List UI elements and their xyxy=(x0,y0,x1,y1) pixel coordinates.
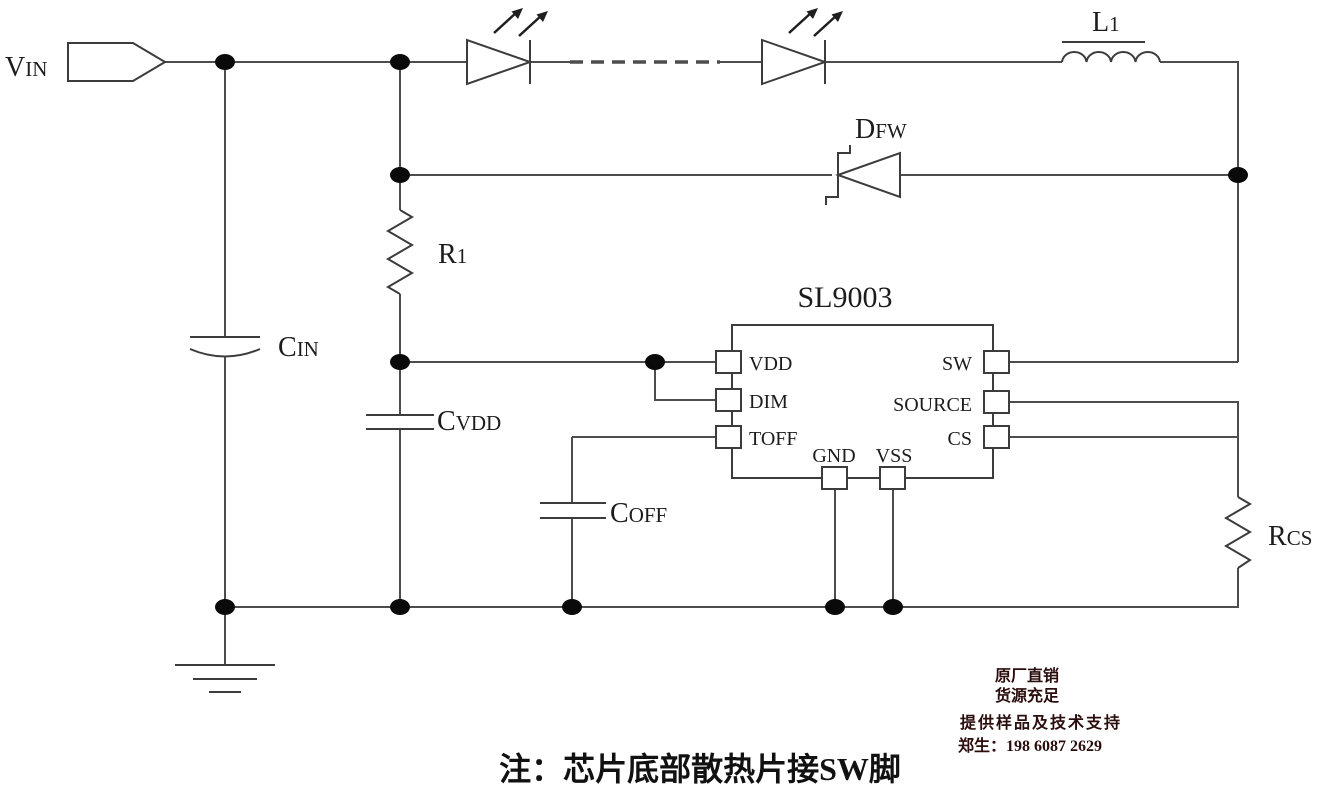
resistor-rcs-zigzag xyxy=(1224,496,1252,569)
pin-vss-box xyxy=(879,466,906,490)
capacitor-cvdd-label: CVDD xyxy=(437,406,501,437)
promo-line-4: 郑生：198 6087 2629 xyxy=(958,736,1102,755)
chip-body xyxy=(731,324,994,479)
capacitor-cin-curved-plate xyxy=(189,348,261,358)
diode-dfw-triangle xyxy=(835,151,901,199)
source-wire xyxy=(1009,401,1239,497)
inductor-l1-label: L1 xyxy=(1092,7,1120,38)
ground-symbol xyxy=(175,607,275,693)
pin-sw-box xyxy=(983,350,1010,374)
pin-cs-label: CS xyxy=(948,428,972,450)
pin-sw-label: SW xyxy=(942,353,972,375)
diode-dfw-label: DFW xyxy=(855,114,907,145)
junction-dots xyxy=(215,54,1248,615)
inductor-l1-coils xyxy=(1061,51,1161,63)
junction-dot xyxy=(645,354,665,370)
resistor-r1: R1 xyxy=(386,209,467,295)
resistor-rcs: RCS xyxy=(1224,496,1312,569)
chip-sl9003: SL9003 VDD DIM TOFF SW SOURCE CS GND VSS xyxy=(715,281,1010,490)
note-text: 注：芯片底部散热片接SW脚 xyxy=(499,751,901,787)
pin-vdd-label: VDD xyxy=(749,353,792,375)
capacitor-cvdd: CVDD xyxy=(366,406,501,437)
junction-dot xyxy=(215,54,235,70)
led-1-light-arrow-1 xyxy=(492,6,525,35)
junction-dot xyxy=(215,599,235,615)
junction-dot xyxy=(562,599,582,615)
promo-line-1: 原厂直销 xyxy=(995,666,1059,685)
diode-dfw: DFW xyxy=(825,114,907,205)
junction-dot xyxy=(390,599,410,615)
pin-source-label: SOURCE xyxy=(893,394,972,416)
pin-vss-label: VSS xyxy=(876,445,913,467)
led-1 xyxy=(466,6,550,86)
pin-toff-label: TOFF xyxy=(749,428,798,450)
resistor-rcs-label: RCS xyxy=(1268,521,1312,552)
diode-dfw-schottky-bar xyxy=(825,145,851,205)
pin-toff-box xyxy=(715,425,742,449)
resistor-r1-label: R1 xyxy=(438,239,467,270)
inductor-l1: L1 xyxy=(1061,7,1161,63)
dim-wire xyxy=(654,362,716,401)
promo-line-3: 提供样品及技术支持 xyxy=(960,713,1122,732)
capacitor-cin-label: CIN xyxy=(278,332,319,363)
led-1-triangle xyxy=(466,38,534,86)
promo-line-2: 货源充足 xyxy=(995,686,1060,705)
pin-dim-label: DIM xyxy=(749,391,788,413)
junction-dot xyxy=(1228,167,1248,183)
capacitor-coff-label: COFF xyxy=(610,498,667,529)
junction-dot xyxy=(390,54,410,70)
pin-cs-box xyxy=(983,425,1010,449)
led-2-triangle xyxy=(761,38,829,86)
junction-dot xyxy=(825,599,845,615)
promo-block: 原厂直销 货源充足 提供样品及技术支持 郑生：198 6087 2629 xyxy=(958,666,1122,755)
pin-gnd-label: GND xyxy=(812,445,855,467)
ground-rail-wire xyxy=(225,568,1239,608)
pin-gnd-box xyxy=(821,466,848,490)
inductor-to-sw-wire xyxy=(1160,61,1239,362)
led-2-light-arrow-1 xyxy=(787,6,820,35)
pin-source-box xyxy=(983,390,1010,414)
vin-connector-shape xyxy=(67,42,167,82)
led-2 xyxy=(761,6,845,86)
pin-dim-box xyxy=(715,388,742,412)
led-2-light-arrow-2 xyxy=(812,9,845,38)
chip-title: SL9003 xyxy=(797,281,892,314)
capacitor-cin: CIN xyxy=(189,332,319,363)
vin-label: VIN xyxy=(5,52,47,83)
junction-dot xyxy=(390,354,410,370)
resistor-r1-zigzag xyxy=(386,209,414,295)
led-1-light-arrow-2 xyxy=(517,9,550,38)
vin-connector: VIN xyxy=(5,42,167,83)
capacitor-coff: COFF xyxy=(540,498,667,529)
pin-vdd-box xyxy=(715,350,742,374)
junction-dot xyxy=(390,167,410,183)
junction-dot xyxy=(883,599,903,615)
